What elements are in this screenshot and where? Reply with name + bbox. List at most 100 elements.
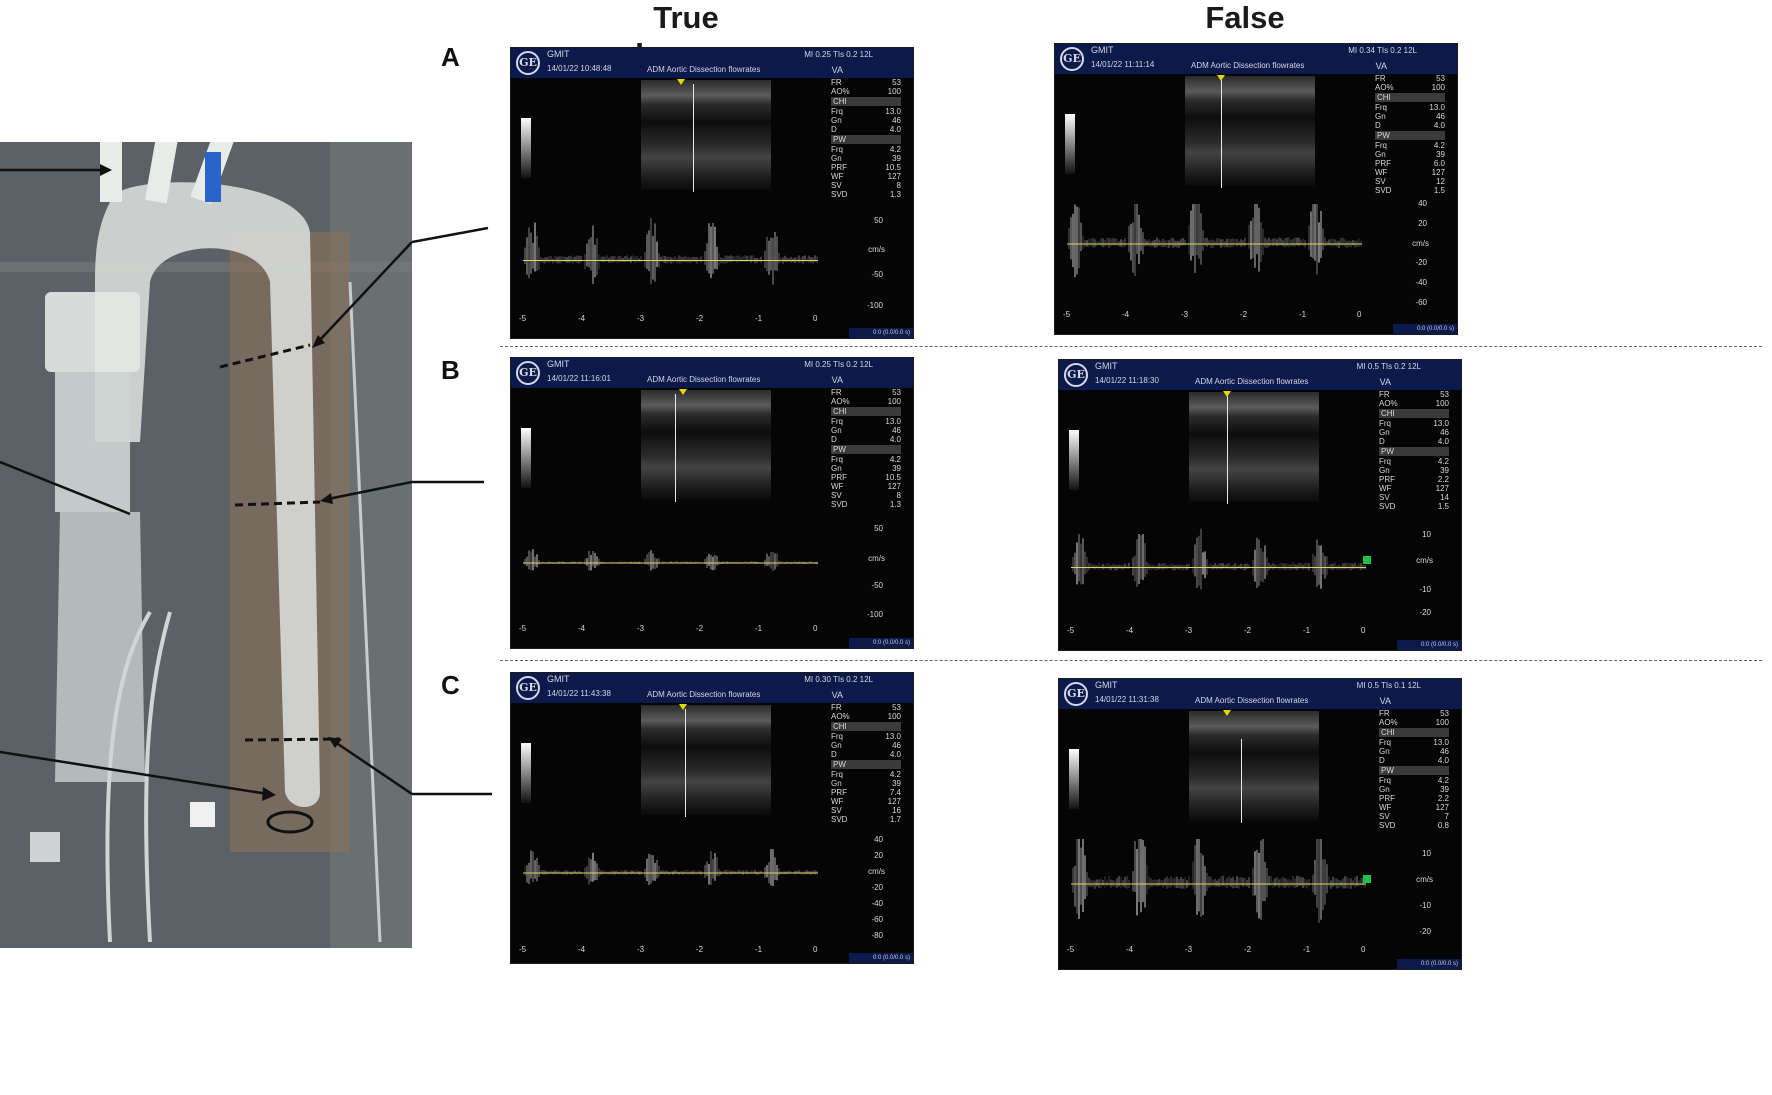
wf-label: WF	[831, 797, 844, 806]
frq-value: 4.2	[889, 145, 901, 154]
x-tick: -4	[1126, 626, 1134, 635]
timestamp: 14/01/22 11:31:38	[1095, 695, 1159, 704]
wf-value: 127	[887, 482, 901, 491]
footer-readout: 0:0 (0.0/0.0 s)	[849, 328, 913, 338]
footer-readout: 0:0 (0.0/0.0 s)	[1393, 324, 1457, 334]
d-label: D	[1379, 756, 1385, 765]
x-tick: 0	[1361, 945, 1366, 954]
frq-label: Frq	[1379, 457, 1391, 466]
frq-value: 13.0	[1433, 738, 1449, 747]
ge-logo-icon: GE	[516, 51, 540, 75]
gn-value: 39	[1440, 785, 1449, 794]
baseline-marker-icon	[1363, 556, 1371, 564]
d-value: 4.0	[889, 750, 901, 759]
sv-value: 14	[1440, 493, 1449, 502]
x-tick: -4	[578, 314, 586, 323]
x-tick: -1	[1299, 310, 1307, 319]
va-label: VA	[1379, 377, 1391, 387]
x-tick: -5	[519, 314, 527, 323]
d-label: D	[831, 435, 837, 444]
sv-label: SV	[831, 181, 842, 190]
ultrasound-c-false-lumen: GE GMIT 14/01/22 11:31:38 ADM Aortic Dis…	[1058, 678, 1462, 970]
d-label: D	[831, 750, 837, 759]
row-divider-1	[500, 346, 1762, 347]
phantom-photo	[0, 142, 412, 948]
svd-value: 0.8	[1437, 821, 1449, 830]
x-tick: -2	[1244, 945, 1252, 954]
va-label: VA	[831, 690, 843, 700]
mi-tis-readout: MI 0.25 TIs 0.2 12L	[804, 360, 873, 369]
frq-value: 4.2	[1437, 776, 1449, 785]
mi-tis-readout: MI 0.30 TIs 0.2 12L	[804, 675, 873, 684]
ao-label: AO%	[831, 87, 850, 96]
footer-readout: 0:0 (0.0/0.0 s)	[1397, 640, 1461, 650]
ao-label: AO%	[1379, 718, 1398, 727]
gn-label: Gn	[831, 779, 842, 788]
fr-value: 53	[892, 78, 901, 87]
frq-value: 4.2	[1437, 457, 1449, 466]
va-label: VA	[1375, 61, 1387, 71]
y-tick: 20	[874, 851, 883, 860]
va-label: VA	[831, 375, 843, 385]
y-tick: -20	[871, 883, 883, 892]
fr-label: FR	[831, 703, 842, 712]
wf-value: 127	[1435, 484, 1449, 493]
fr-label: FR	[1379, 390, 1390, 399]
gn-label: Gn	[831, 464, 842, 473]
d-label: D	[831, 125, 837, 134]
x-tick: -4	[578, 945, 586, 954]
gn-value: 46	[1440, 428, 1449, 437]
panel-header	[1059, 360, 1461, 390]
ao-label: AO%	[831, 397, 850, 406]
pw-section: PW	[1379, 447, 1449, 456]
ao-value: 100	[1435, 399, 1449, 408]
grayscale-bar	[1069, 430, 1079, 490]
grayscale-bar	[1069, 749, 1079, 809]
x-tick: -1	[1303, 626, 1311, 635]
pw-section: PW	[831, 445, 901, 454]
fr-label: FR	[831, 78, 842, 87]
d-value: 4.0	[1437, 756, 1449, 765]
gn-label: Gn	[1375, 112, 1386, 121]
doppler-trace	[1071, 528, 1366, 590]
pw-section: PW	[1379, 766, 1449, 775]
d-value: 4.0	[889, 435, 901, 444]
frq-label: Frq	[1379, 776, 1391, 785]
x-tick: -5	[1067, 945, 1075, 954]
prf-label: PRF	[831, 473, 847, 482]
chi-section: CHI	[1375, 93, 1445, 102]
frq-value: 13.0	[885, 417, 901, 426]
y-tick: -10	[1419, 585, 1431, 594]
ultrasound-a-true-lumen: GE GMIT 14/01/22 10:48:48 ADM Aortic Dis…	[510, 47, 914, 339]
doppler-trace	[1071, 817, 1366, 923]
svd-label: SVD	[1375, 186, 1392, 195]
chi-section: CHI	[831, 722, 901, 731]
sample-cursor	[685, 709, 686, 817]
gn-value: 46	[892, 426, 901, 435]
gn-label: Gn	[1379, 747, 1390, 756]
svd-value: 1.5	[1433, 186, 1445, 195]
prf-label: PRF	[831, 163, 847, 172]
probe-marker-icon	[679, 704, 687, 710]
ultrasound-c-true-lumen: GE GMIT 14/01/22 11:43:38 ADM Aortic Dis…	[510, 672, 914, 964]
frq-value: 4.2	[889, 455, 901, 464]
x-tick: -5	[1067, 626, 1075, 635]
fr-value: 53	[1440, 709, 1449, 718]
prf-value: 10.5	[885, 473, 901, 482]
sv-value: 12	[1436, 177, 1445, 186]
wf-value: 127	[887, 797, 901, 806]
row-label-c: C	[441, 670, 460, 700]
d-value: 4.0	[1437, 437, 1449, 446]
fr-label: FR	[1379, 709, 1390, 718]
gn-value: 39	[892, 464, 901, 473]
gn-value: 46	[1440, 747, 1449, 756]
timestamp: 14/01/22 11:16:01	[547, 374, 611, 383]
y-tick: -60	[871, 915, 883, 924]
doppler-trace	[523, 848, 818, 887]
ao-label: AO%	[831, 712, 850, 721]
gn-label: Gn	[1379, 428, 1390, 437]
fr-value: 53	[1436, 74, 1445, 83]
wf-value: 127	[887, 172, 901, 181]
